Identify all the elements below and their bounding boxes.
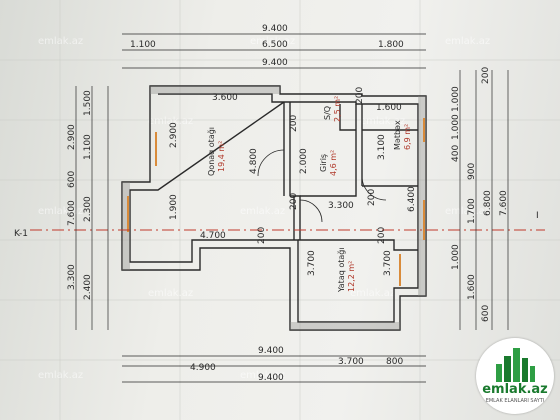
dim-right-j: 1.600: [467, 274, 477, 300]
room-area-bathroom: 2,5 m²: [333, 96, 342, 122]
bottom-dimensions: 9.400 800 3.700 4.900 9.400: [190, 346, 403, 383]
dim-bottom-outer: 9.400: [258, 346, 284, 356]
room-name-living: Qonaq otağı: [207, 127, 216, 176]
dim-inner-7: 6.400: [407, 186, 417, 212]
watermark: emlak.az: [38, 36, 83, 47]
watermark: emlak.az: [250, 36, 295, 47]
watermark: emlak.az: [148, 116, 193, 127]
dim-inner-9: 3.700: [307, 250, 317, 276]
watermark: emlak.az: [240, 206, 285, 217]
dim-right-e: 900: [467, 163, 477, 180]
room-labels: Qonaq otağı 19,4 m² Giriş 4,6 m² S/Q 2,5…: [207, 96, 412, 293]
dim-right-i: 1.000: [451, 244, 461, 270]
watermark: emlak.az: [38, 370, 83, 381]
dim-right-c: 1.000: [451, 114, 461, 140]
dim-left-e: 2.300: [83, 196, 93, 222]
dim-inner-5: 2.000: [299, 148, 309, 174]
logo-subtitle: EMLAK ELANLARI SAYTI: [485, 398, 545, 404]
dim-right-k: 600: [481, 305, 491, 322]
doors: [257, 149, 387, 223]
dim-wall-3: 200: [257, 227, 267, 244]
dim-top-b: 6.500: [262, 40, 288, 50]
section-mark: I: [536, 211, 539, 221]
watermark: emlak.az: [360, 116, 405, 127]
watermark: emlak.az: [445, 36, 490, 47]
dim-wall-6: 200: [355, 87, 365, 104]
dim-top-e: 1.600: [376, 103, 402, 113]
right-dimensions: 200 1.000 1.000 400 900 1.700 6.800 7.60…: [451, 67, 509, 322]
watermark: emlak.az: [38, 206, 83, 217]
dim-left-a: 2.900: [67, 124, 77, 150]
buildings-icon: [496, 348, 535, 382]
room-name-kitchen: Mətbəx: [393, 120, 402, 150]
watermark: emlak.az: [350, 288, 395, 299]
watermark: emlak.az: [445, 206, 490, 217]
dim-inner-3: 1.900: [169, 194, 179, 220]
dim-right-b: 1.000: [451, 86, 461, 112]
room-area-kitchen: 6,9 m²: [403, 124, 412, 150]
dim-wall-4: 200: [367, 189, 377, 206]
top-dimensions: 9.400 1.100 6.500 1.800 9.400 3.600 1.60…: [130, 24, 404, 113]
dimension-lines: [75, 33, 509, 383]
dim-left-b: 1.100: [83, 134, 93, 160]
dim-bottom-c: 4.900: [190, 363, 216, 373]
logo-text: emlak.az: [482, 382, 548, 397]
room-name-bedroom: Yataq otağı: [337, 247, 346, 293]
dim-inner-10: 3.700: [383, 250, 393, 276]
dim-right-g: 6.800: [483, 190, 493, 216]
dim-left-c: 1.500: [83, 90, 93, 116]
dim-inner-6: 3.100: [377, 134, 387, 160]
dim-wall-2: 200: [289, 193, 299, 210]
dim-top-d: 3.600: [212, 93, 238, 103]
watermarks: emlak.az emlak.az emlak.az emlak.az emla…: [38, 36, 490, 381]
dim-inner-4: 4.700: [200, 231, 226, 241]
dim-left-h: 3.300: [67, 264, 77, 290]
section-label: K-1: [14, 229, 28, 239]
dim-left-g: 2.400: [83, 274, 93, 300]
dim-right-a: 200: [481, 67, 491, 84]
room-area-entry: 4,6 m²: [329, 150, 338, 176]
dim-top-a: 1.100: [130, 40, 156, 50]
dim-bottom-a: 800: [386, 357, 403, 367]
dim-bottom-d: 9.400: [258, 373, 284, 383]
dim-top-inner: 9.400: [262, 58, 288, 68]
watermark: emlak.az: [148, 288, 193, 299]
dim-inner-8: 3.300: [328, 201, 354, 211]
left-dimensions: 2.900 600 7.600 3.300 1.500 1.100 2.300 …: [67, 90, 93, 300]
dim-wall-1: 200: [289, 115, 299, 132]
room-area-living: 19,4 m²: [217, 141, 226, 172]
dim-bottom-b: 3.700: [338, 357, 364, 367]
dim-left-d: 600: [67, 171, 77, 188]
watermark: emlak.az: [240, 370, 285, 381]
wall-fill: [122, 86, 426, 330]
dim-inner-1: 2.900: [169, 122, 179, 148]
dim-right-h: 7.600: [499, 190, 509, 216]
dim-inner-2: 4.800: [249, 148, 259, 174]
emlak-logo: emlak.az EMLAK ELANLARI SAYTI: [476, 338, 554, 414]
walls: [121, 85, 427, 331]
dim-right-f: 1.700: [467, 198, 477, 224]
room-area-bedroom: 12,2 m²: [347, 261, 356, 292]
dim-wall-5: 200: [377, 227, 387, 244]
dim-top-c: 1.800: [378, 40, 404, 50]
room-name-entry: Giriş: [319, 154, 328, 172]
dim-right-d: 400: [451, 145, 461, 162]
room-name-bathroom: S/Q: [323, 106, 332, 120]
windows: [127, 118, 425, 286]
dim-top-outer: 9.400: [262, 24, 288, 34]
dim-left-f: 7.600: [67, 200, 77, 226]
inner-dimensions: 2.900 4.800 1.900 4.700 2.000 3.100 6.40…: [169, 87, 417, 276]
